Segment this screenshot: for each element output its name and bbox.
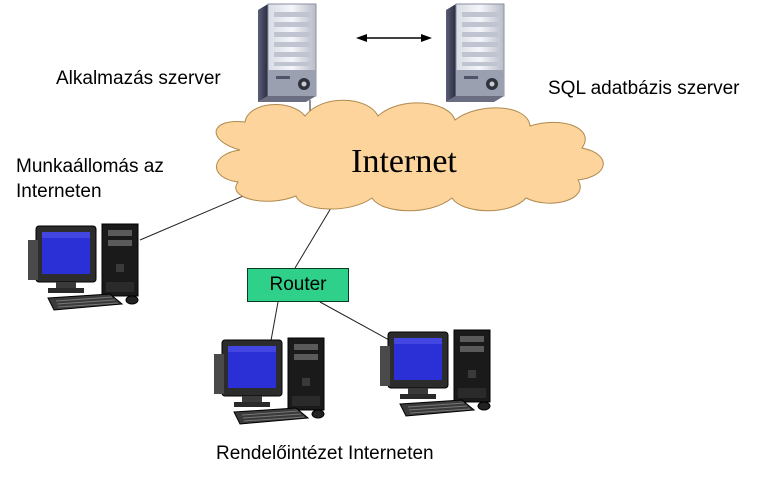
- link-workstation-internet: [139, 187, 263, 241]
- clinic-workstation-left-icon: [213, 337, 325, 425]
- sql-server-icon: [445, 3, 505, 103]
- workstation-label-line1: Munkaállomás az: [16, 156, 164, 177]
- workstation-label-line2: Interneten: [16, 181, 102, 202]
- router-box: Router: [247, 268, 349, 302]
- app-server-label: Alkalmazás szerver: [56, 68, 221, 89]
- link-router-clinic-right: [319, 301, 401, 347]
- workstation-icon: [27, 223, 139, 311]
- clinic-label: Rendelőintézet Interneten: [216, 443, 434, 464]
- link-router-clinic-left: [269, 301, 279, 347]
- clinic-workstation-right-icon: [379, 329, 491, 417]
- sql-server-label: SQL adatbázis szerver: [548, 78, 740, 99]
- internet-label: Internet: [351, 143, 457, 180]
- bidirectional-arrow: [356, 34, 432, 42]
- link-router-internet: [294, 197, 338, 269]
- app-server-icon: [257, 3, 317, 103]
- internet-cloud: [215, 99, 604, 212]
- router-label: Router: [269, 274, 327, 295]
